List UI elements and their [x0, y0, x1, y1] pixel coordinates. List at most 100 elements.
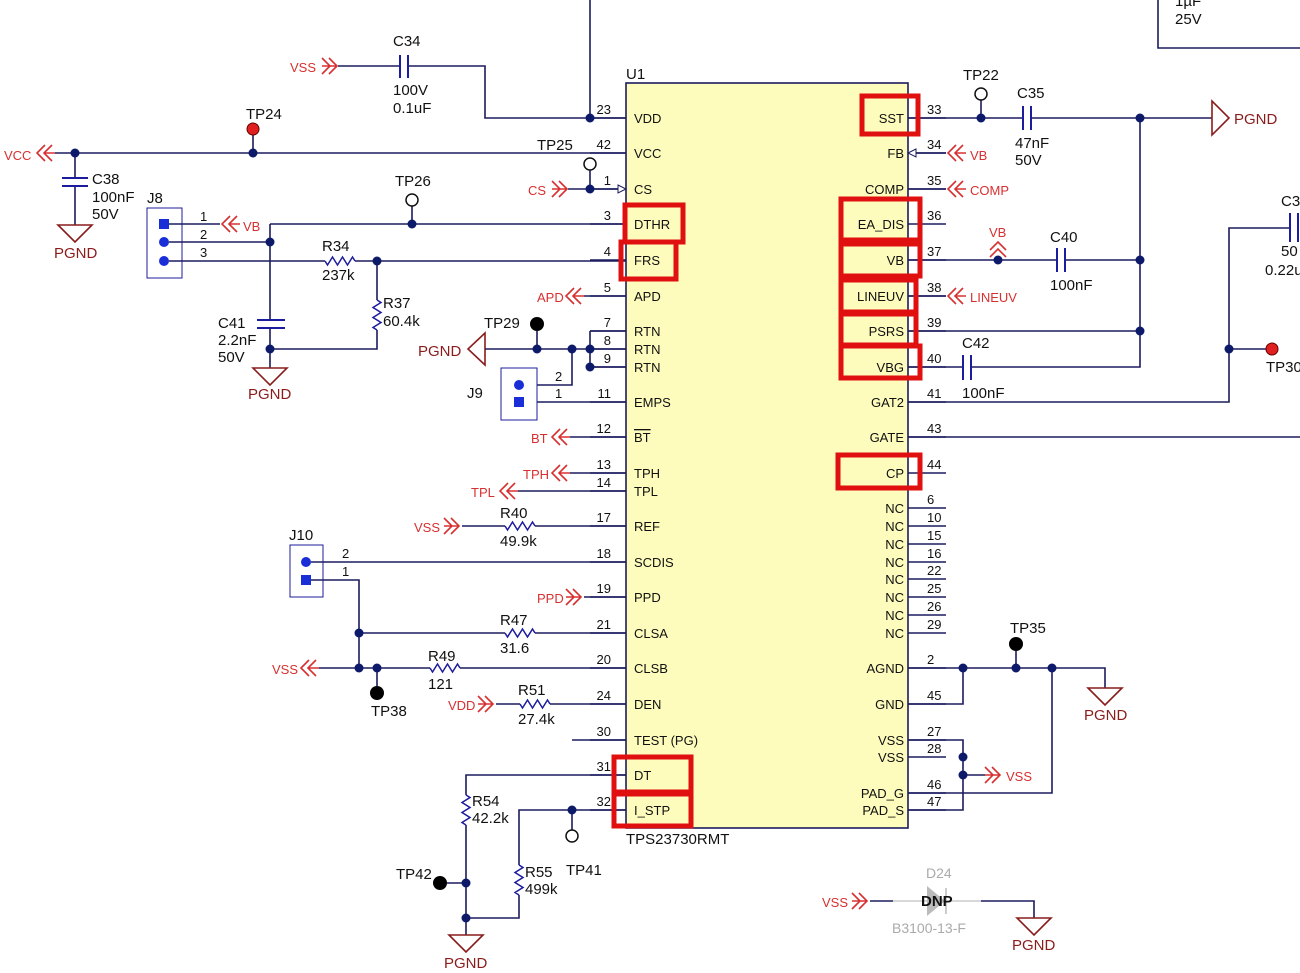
pin-number: 1 — [604, 173, 611, 188]
r51-value: 27.4k — [518, 711, 555, 728]
tp42-testpoint[interactable] — [433, 876, 447, 890]
pin-number: 2 — [927, 652, 934, 667]
r55-ref: R55 — [525, 864, 553, 881]
net-flag-icon — [564, 287, 584, 305]
pin-tpl: TPL — [634, 484, 658, 499]
highlight-cp — [835, 452, 923, 491]
pin-nc: NC — [885, 572, 904, 587]
net-flag-icon — [321, 57, 339, 75]
r34-resistor — [324, 255, 356, 267]
ic-ref: U1 — [626, 66, 645, 83]
pin-ppd: PPD — [634, 590, 661, 605]
pin-number: 16 — [927, 546, 941, 561]
net-label-apd: APD — [537, 290, 564, 305]
junction — [354, 628, 364, 638]
pin-scdis: SCDIS — [634, 555, 674, 570]
junction — [1135, 113, 1145, 123]
pin-nc: NC — [885, 626, 904, 641]
net-label-pgnd: PGND — [444, 955, 488, 972]
pin-number: 38 — [927, 280, 941, 295]
j9-connector[interactable] — [500, 367, 538, 421]
ground-icon — [56, 224, 94, 244]
chevron-icon — [946, 287, 966, 305]
pin-number: 12 — [597, 421, 611, 436]
net-flag-icon — [946, 144, 966, 162]
r34-value: 237k — [322, 267, 355, 284]
net-label-pgnd: PGND — [418, 343, 462, 360]
r40-value: 49.9k — [500, 533, 537, 550]
tp41-label: TP41 — [566, 862, 602, 879]
pin-number: 41 — [927, 386, 941, 401]
pin-nc: NC — [885, 555, 904, 570]
pin-ea-dis: EA_DIS — [858, 217, 905, 232]
tp24-label: TP24 — [246, 106, 282, 123]
tp22-testpoint[interactable] — [974, 87, 988, 101]
pin-number: 44 — [927, 457, 941, 472]
pin-number: 25 — [927, 581, 941, 596]
chevron-icon — [443, 517, 461, 535]
pin-gat2: GAT2 — [871, 395, 904, 410]
pin-gnd: GND — [875, 697, 904, 712]
pin-number: 9 — [604, 351, 611, 366]
r55-resistor — [513, 864, 525, 896]
c42-value: 100nF — [962, 385, 1005, 402]
input-arrow-icon — [906, 148, 917, 158]
ground-icon — [1086, 687, 1124, 707]
net-label-vb: VB — [989, 225, 1006, 240]
net-label-vss: VSS — [272, 662, 298, 677]
tp30-testpoint[interactable] — [1265, 342, 1279, 356]
j9-pin-number: 1 — [555, 386, 562, 401]
highlight-vbg — [838, 343, 923, 381]
pin-dt: DT — [634, 768, 651, 783]
tp41-testpoint[interactable] — [565, 829, 579, 843]
tp26-testpoint[interactable] — [405, 193, 419, 207]
j9-pin-number: 2 — [555, 369, 562, 384]
ground-icon — [1015, 917, 1053, 937]
tp35-testpoint[interactable] — [1009, 637, 1023, 651]
j10-pin-number: 2 — [342, 546, 349, 561]
tp29-testpoint[interactable] — [530, 317, 544, 331]
net-label-vdd: VDD — [448, 698, 475, 713]
junction — [958, 770, 968, 780]
vdd-wire — [338, 0, 626, 119]
pin-emps: EMPS — [634, 395, 671, 410]
r37-ref: R37 — [383, 295, 411, 312]
junction — [993, 255, 1003, 265]
net-flag-icon — [984, 766, 1002, 784]
tp38-testpoint[interactable] — [370, 686, 384, 700]
chevron-icon — [946, 180, 966, 198]
j9-pin-2 — [514, 380, 524, 390]
pin-number: 31 — [597, 759, 611, 774]
pin-number: 15 — [927, 528, 941, 543]
j10-connector[interactable] — [289, 544, 324, 598]
c3x-value: 0.22u — [1265, 262, 1300, 279]
chevron-icon — [550, 464, 570, 482]
zigzag-icon — [504, 520, 536, 532]
chevron-icon — [564, 287, 584, 305]
pin-test-pg-: TEST (PG) — [634, 733, 698, 748]
highlight-frs — [618, 239, 679, 282]
gate-wire — [908, 227, 1300, 438]
j10-pin-number: 1 — [342, 564, 349, 579]
c38-value: 100nF — [92, 189, 135, 206]
input-arrow-icon — [617, 184, 628, 194]
ground-icon — [251, 367, 289, 387]
pin-comp: COMP — [865, 182, 904, 197]
tp25-testpoint[interactable] — [583, 157, 597, 171]
tp42-label: TP42 — [396, 866, 432, 883]
chevron-icon — [299, 659, 319, 677]
c35-value: 47nF — [1015, 135, 1049, 152]
pin-number: 5 — [604, 280, 611, 295]
tp24-testpoint[interactable] — [246, 122, 260, 136]
pin-psrs: PSRS — [869, 324, 905, 339]
chevron-icon — [851, 892, 869, 910]
net-flag-icon — [220, 215, 240, 233]
net-label-tpl: TPL — [471, 485, 495, 500]
r40-ref: R40 — [500, 505, 528, 522]
net-flag-icon — [946, 287, 966, 305]
den-test-wire — [496, 703, 626, 741]
diode-icon — [927, 886, 945, 916]
d24-ref: D24 — [926, 865, 952, 881]
pin-number: 13 — [597, 457, 611, 472]
